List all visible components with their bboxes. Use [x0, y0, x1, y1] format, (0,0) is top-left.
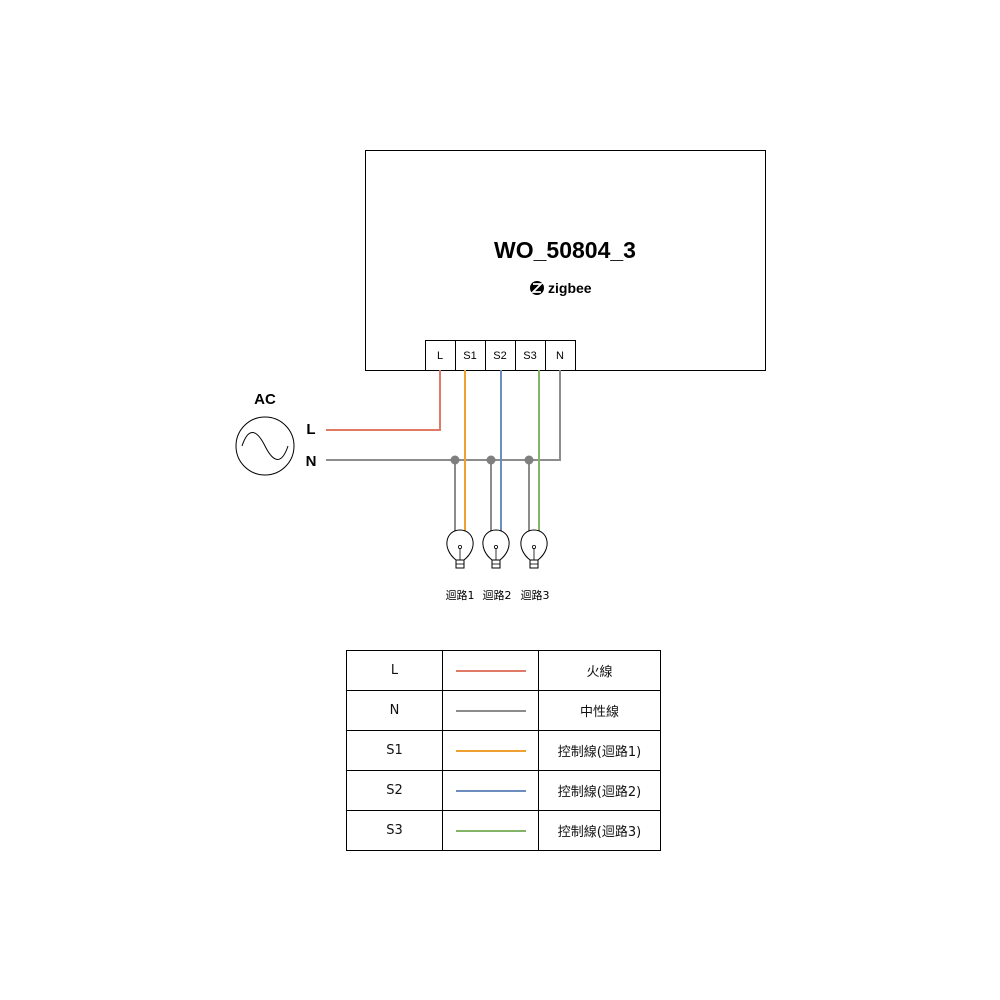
- load-label-2: 迴路2: [483, 588, 512, 602]
- terminal-label-L: L: [437, 350, 443, 362]
- junction-dot: [524, 455, 534, 465]
- legend-key: N: [346, 690, 443, 731]
- wire-line: [326, 370, 441, 431]
- legend-desc: 火線: [538, 650, 661, 691]
- ac-source-icon: [235, 416, 295, 476]
- legend-key: S2: [346, 770, 443, 811]
- light-bulb-icon: [520, 529, 548, 569]
- legend-swatch: [455, 789, 526, 792]
- junction-dot: [450, 455, 460, 465]
- legend-table: L 火線 N 中性線 S1 控制線(迴路1) S2 控制線(迴路2) S3 控制…: [346, 650, 661, 851]
- legend-desc: 控制線(迴路2): [538, 770, 661, 811]
- device-brand: zigbee: [548, 280, 592, 296]
- device-box: [365, 150, 766, 371]
- legend-key: L: [346, 650, 443, 691]
- legend-swatch: [455, 709, 526, 712]
- ac-line-label: L: [306, 421, 315, 438]
- device-model: WO_50804_3: [494, 237, 636, 263]
- legend-key: S1: [346, 730, 443, 771]
- legend-swatch: [455, 749, 526, 752]
- legend-desc: 控制線(迴路3): [538, 810, 661, 851]
- ac-neutral-label: N: [306, 453, 317, 470]
- terminal-label-S3: S3: [523, 350, 536, 362]
- legend-swatch: [455, 829, 526, 832]
- terminal-label-N: N: [556, 350, 564, 362]
- wire-neutral: [326, 370, 561, 461]
- legend-desc: 中性線: [538, 690, 661, 731]
- legend-swatch: [455, 669, 526, 672]
- terminal-S3: [515, 340, 546, 371]
- terminal-N: [545, 340, 576, 371]
- legend-row: L 火線: [346, 650, 661, 691]
- legend-row: N 中性線: [346, 690, 661, 731]
- legend-row: S1 控制線(迴路1): [346, 730, 661, 771]
- junction-dot: [486, 455, 496, 465]
- load-label-3: 迴路3: [521, 588, 550, 602]
- legend-row: S3 控制線(迴路3): [346, 810, 661, 851]
- terminal-block: L S1 S2 S3 N: [425, 340, 576, 371]
- legend-row: S2 控制線(迴路2): [346, 770, 661, 811]
- light-bulb-icon: [446, 529, 474, 569]
- terminal-label-S1: S1: [463, 350, 476, 362]
- ac-label: AC: [254, 391, 276, 408]
- legend-desc: 控制線(迴路1): [538, 730, 661, 771]
- zigbee-icon: [530, 281, 544, 295]
- legend-key: S3: [346, 810, 443, 851]
- light-bulb-icon: [482, 529, 510, 569]
- terminal-label-S2: S2: [493, 350, 506, 362]
- load-label-1: 迴路1: [446, 588, 475, 602]
- terminal-S1: [455, 340, 486, 371]
- terminal-L: [425, 340, 456, 371]
